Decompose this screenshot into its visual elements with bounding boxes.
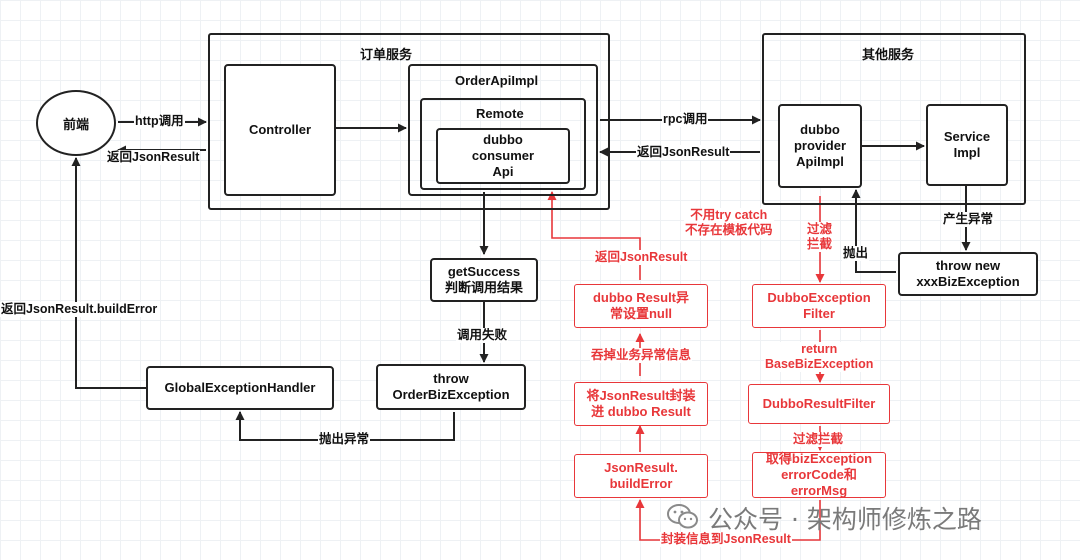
dubbo-exception-filter-node: DubboException Filter bbox=[752, 284, 886, 328]
rpc-call-label: rpc调用 bbox=[662, 112, 709, 127]
global-exception-handler-node: GlobalExceptionHandler bbox=[146, 366, 334, 410]
filter-intercept-2-label: 过滤拦截 bbox=[792, 432, 845, 447]
arrow-throw-out bbox=[851, 189, 896, 273]
return-json-left-label: 返回JsonResult bbox=[106, 150, 201, 165]
call-fail-label: 调用失败 bbox=[456, 328, 509, 343]
dubbo-result-filter-node: DubboResultFilter bbox=[748, 384, 890, 424]
swallow-info-label: 吞掉业务异常信息 bbox=[590, 348, 693, 363]
throw-exception-label: 抛出异常 bbox=[318, 432, 371, 447]
http-call-label: http调用 bbox=[134, 114, 185, 129]
frontend-node: 前端 bbox=[36, 90, 116, 156]
order-service-container bbox=[208, 33, 610, 210]
wrap-info-label: 封装信息到JsonResult bbox=[660, 532, 792, 547]
order-api-impl-title: OrderApiImpl bbox=[455, 73, 539, 88]
wrap-jsonresult-node: 将JsonResult封装 进 dubbo Result bbox=[574, 382, 708, 426]
dubbo-consumer-node: dubbo consumer Api bbox=[436, 128, 570, 184]
order-api-impl-node bbox=[408, 64, 598, 196]
dubbo-provider-node: dubbo provider ApiImpl bbox=[778, 104, 862, 188]
return-base-biz-label: return BaseBizException bbox=[764, 342, 875, 372]
wechat-icon bbox=[667, 504, 698, 529]
order-service-title: 订单服务 bbox=[360, 47, 413, 62]
watermark-text: 公众号 · 架构师修炼之路 bbox=[708, 505, 982, 534]
other-service-container bbox=[762, 33, 1026, 205]
controller-node: Controller bbox=[224, 64, 336, 196]
remote-node bbox=[420, 98, 586, 190]
return-json-red-label: 返回JsonResult bbox=[594, 250, 689, 265]
filter-intercept-1-label: 过滤 拦截 bbox=[806, 222, 834, 252]
throw-new-biz-exception-node: throw new xxxBizException bbox=[898, 252, 1038, 296]
produce-exception-label: 产生异常 bbox=[942, 212, 995, 227]
service-impl-node: Service Impl bbox=[926, 104, 1008, 186]
no-try-catch-label: 不用try catch 不存在模板代码 bbox=[684, 208, 774, 238]
throw-order-biz-exception-node: throw OrderBizException bbox=[376, 364, 526, 410]
get-success-node: getSuccess 判断调用结果 bbox=[430, 258, 538, 302]
jsonresult-build-error-node: JsonResult. buildError bbox=[574, 454, 708, 498]
return-json-mid-label: 返回JsonResult bbox=[636, 145, 731, 160]
throw-out-label: 抛出 bbox=[842, 246, 870, 261]
get-biz-exception-node: 取得bizException errorCode和 errorMsg bbox=[752, 451, 886, 498]
build-error-left-label: 返回JsonResult.buildError bbox=[0, 302, 159, 317]
arrow-build-error-left bbox=[71, 157, 146, 389]
dubbo-result-null-node: dubbo Result异 常设置null bbox=[574, 284, 708, 328]
remote-title: Remote bbox=[476, 106, 524, 121]
other-service-title: 其他服务 bbox=[862, 47, 915, 62]
